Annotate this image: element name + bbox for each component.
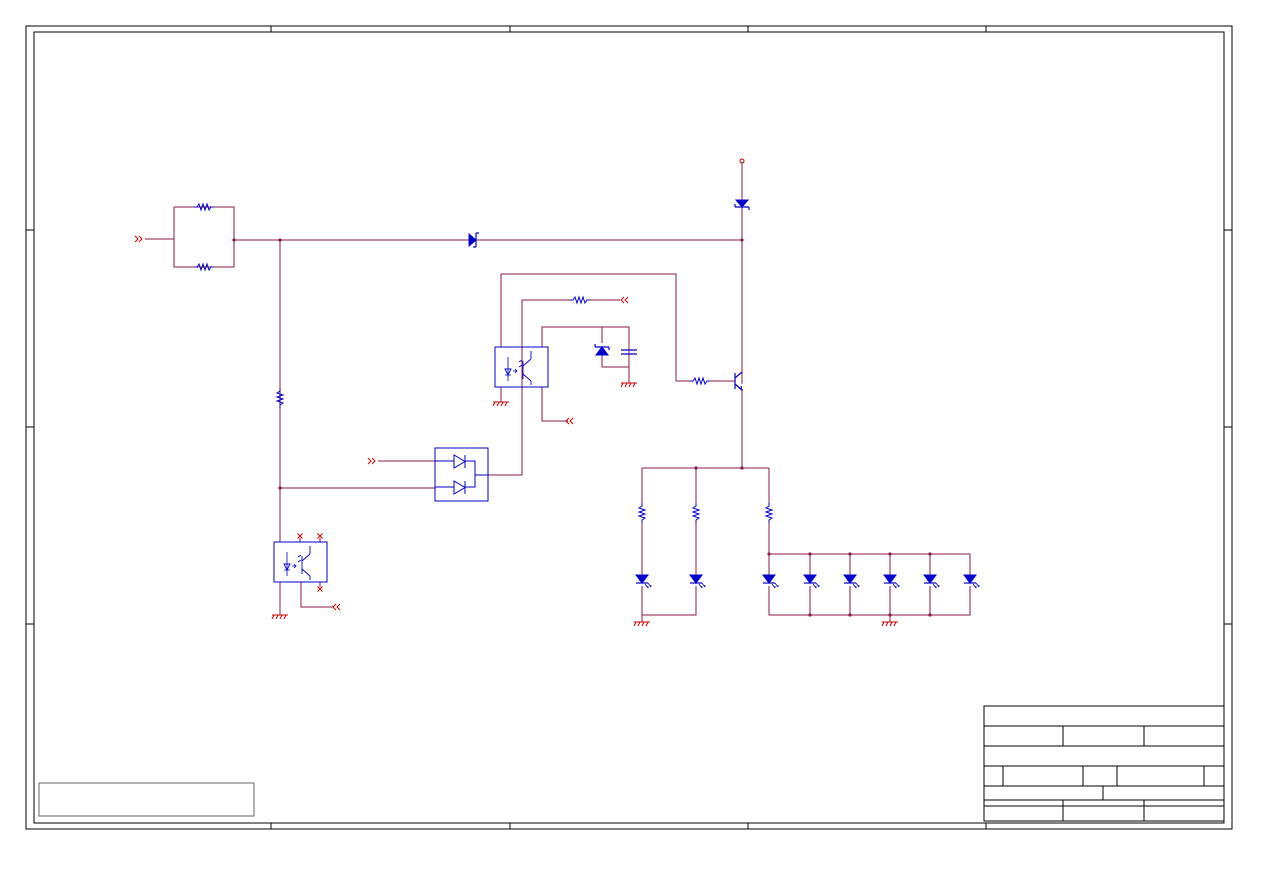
led-icon [883,574,900,589]
notes-box [38,782,255,817]
junction-dot [848,613,852,617]
junction-dot [278,238,282,242]
resistor-icon [690,376,710,386]
led-icon [689,574,706,589]
wire [541,326,630,383]
no-connect-icon [297,533,303,539]
double-chevron-icon [620,296,629,304]
junction-dot [740,466,744,470]
double-chevron-icon [332,603,341,611]
double-chevron-icon [134,235,143,243]
zener-diode-icon [594,344,610,356]
ground-icon [633,621,650,627]
junction-dot [888,552,892,556]
junction-dot [278,486,282,490]
optocoupler-upper [494,346,549,388]
wire [601,355,629,368]
junction-dot [888,613,892,617]
sheet-frame [25,25,1233,830]
wire [279,240,435,489]
junction-dot [928,552,932,556]
led-icon [923,574,940,589]
wire [500,273,690,382]
zener-diode-icon [734,158,750,210]
ground-icon [271,614,288,620]
ground-icon [620,382,637,388]
no-connect-icon [317,586,323,592]
resistor-icon [637,503,647,523]
junction-dot [928,613,932,617]
ground-icon [881,621,898,627]
dual-diode-block [434,447,489,502]
inner-border [33,31,1225,824]
double-chevron-icon [565,417,574,425]
wire [173,206,235,268]
zone-ticks [26,26,1232,829]
wire [300,582,334,608]
npn-transistor-icon [734,371,743,392]
wire [768,523,970,555]
led-icon [803,574,820,589]
junction-dot [232,238,236,242]
led-icon [635,574,652,589]
outer-border [25,25,1233,830]
zener-diode-icon [468,232,479,248]
ground-icon [492,401,509,407]
optocoupler-lower [273,541,328,583]
resistor-icon [691,503,701,523]
title-block [983,705,1225,822]
resistor-icon [570,295,590,305]
junction-dot [808,552,812,556]
wire [541,387,568,422]
no-connect-icon [317,533,323,539]
wires [145,162,971,622]
double-chevron-icon [367,457,376,465]
components [134,158,980,627]
junction-dot [848,552,852,556]
junction-dot [740,238,744,242]
junction-dot [694,466,698,470]
junction-dot [767,552,771,556]
junction-dot [808,613,812,617]
wire [641,586,697,616]
resistor-icon [194,202,214,212]
led-icon [963,574,980,589]
led-icon [762,574,779,589]
resistor-icon [275,388,285,408]
capacitor-icon [621,349,637,355]
wire [768,586,971,616]
led-icon [843,574,860,589]
resistor-icon [194,262,214,272]
resistor-icon [764,503,774,523]
